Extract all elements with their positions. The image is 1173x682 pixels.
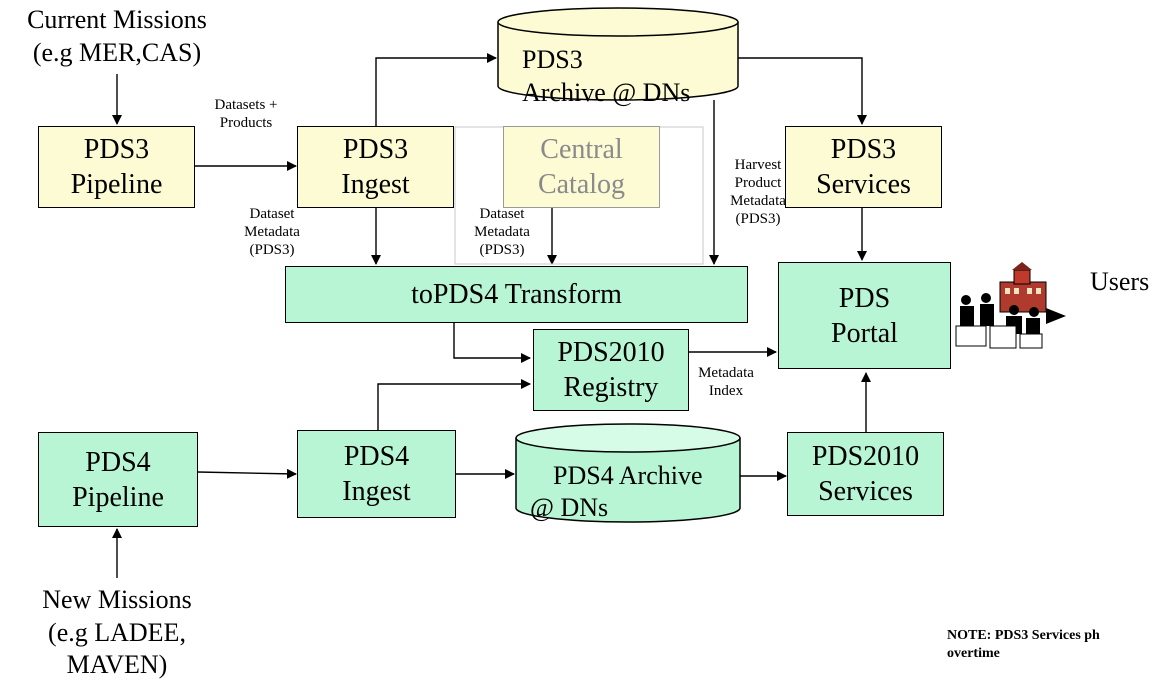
note-text: NOTE: PDS3 Services ph overtime	[947, 628, 1100, 662]
topds4-transform-box[interactable]: toPDS4 Transform	[285, 266, 748, 323]
dataset-metadata-label-2: Dataset Metadata (PDS3)	[474, 206, 530, 258]
users-building-icon	[955, 262, 1066, 349]
pds3-ingest-box[interactable]: PDS3 Ingest	[297, 126, 454, 208]
datasets-products-label: Datasets + Products	[214, 97, 278, 131]
pds4-archive-cylinder	[515, 423, 741, 523]
central-catalog-box[interactable]: Central Catalog	[503, 126, 660, 208]
dataset-metadata-label-1: Dataset Metadata (PDS3)	[244, 206, 300, 258]
pds-portal-box[interactable]: PDS Portal	[778, 262, 951, 369]
users-label: Users	[1090, 267, 1150, 296]
pds3-archive-label: PDS3 Archive @ DNs	[522, 45, 691, 107]
metadata-index-label: Metadata Index	[698, 365, 754, 399]
pds4-pipeline-box[interactable]: PDS4 Pipeline	[38, 432, 198, 527]
pds4-ingest-box[interactable]: PDS4 Ingest	[297, 430, 456, 518]
harvest-metadata-label: Harvest Product Metadata (PDS3)	[730, 157, 786, 227]
current-missions-label: Current Missions (e.g MER,CAS)	[27, 5, 207, 67]
pds3-services-box[interactable]: PDS3 Services	[785, 126, 942, 208]
pds2010-registry-box[interactable]: PDS2010 Registry	[533, 329, 689, 411]
pds3-archive-cylinder	[497, 7, 739, 101]
pds2010-services-box[interactable]: PDS2010 Services	[787, 432, 944, 516]
pds3-pipeline-box[interactable]: PDS3 Pipeline	[38, 126, 195, 208]
new-missions-label: New Missions (e.g LADEE, MAVEN)	[42, 585, 192, 679]
pds4-archive-label-line1: PDS4 Archive	[553, 461, 703, 490]
pds4-archive-label-line2: @ DNs	[530, 493, 609, 522]
